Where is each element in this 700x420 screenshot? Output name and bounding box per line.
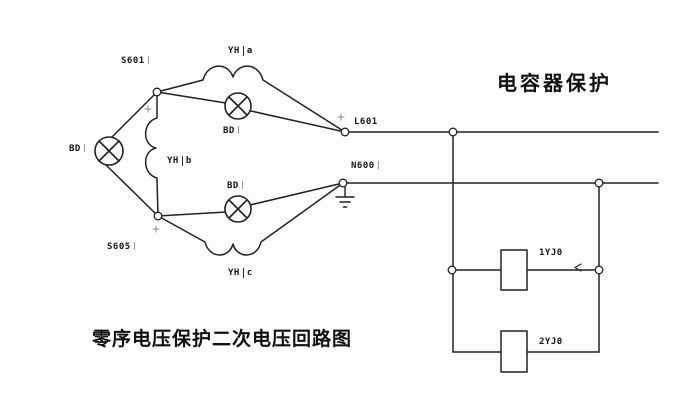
label-relay-1yj0: 1YJ0 (539, 248, 563, 258)
winding-yh-a-icon (156, 65, 346, 133)
winding-yh-c-icon (157, 182, 344, 256)
ground-icon (335, 182, 355, 208)
label-relay-2yj0: 2YJ0 (539, 337, 563, 347)
lamp-bd-c-icon (224, 195, 252, 223)
label-bd-c: BD (227, 181, 243, 191)
label-n600: N600 (351, 161, 379, 171)
relay-1yj0-coil (500, 249, 528, 291)
node-bus-tap (448, 127, 458, 137)
lamp-bd-a-icon (224, 92, 252, 120)
winding-yh-b-icon (144, 91, 159, 217)
lamp-bd-left-icon (94, 136, 124, 166)
junction-nodes (152, 87, 604, 275)
plus-mark-icon (337, 113, 345, 121)
polarity-marks (144, 105, 345, 233)
plus-mark-icon (144, 105, 152, 113)
node-relay1-right (594, 265, 604, 275)
label-l601: L601 (354, 117, 378, 127)
label-bd-a: BD (223, 126, 239, 136)
node-n600 (338, 178, 348, 188)
label-s601: S601 (121, 56, 149, 66)
contact-tick-icon (574, 263, 582, 272)
wire-left-lamp (105, 91, 159, 217)
diagram-caption: 零序电压保护二次电压回路图 (92, 328, 353, 350)
label-s605: S605 (107, 242, 135, 252)
node-l601 (340, 127, 350, 137)
node-s605 (153, 211, 163, 221)
section-title: 电容器保护 (497, 71, 612, 95)
node-relay1-left (447, 265, 457, 275)
relay-2yj0-coil (500, 330, 528, 373)
node-n600-tap (594, 178, 604, 188)
node-s601 (152, 87, 162, 97)
wire-lamp-c (157, 182, 344, 217)
plus-mark-icon (152, 225, 160, 233)
label-bd-left: BD (69, 144, 85, 154)
wire-lamp-a (156, 91, 346, 133)
